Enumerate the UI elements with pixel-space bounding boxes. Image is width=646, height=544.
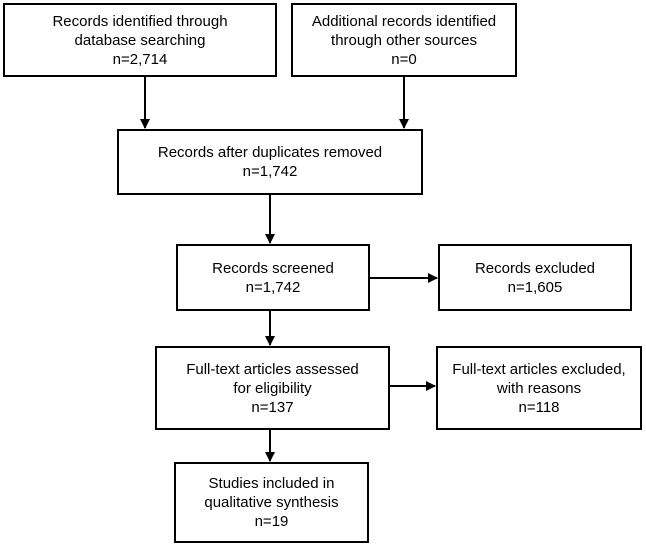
box-text-line: Additional records identified: [311, 12, 497, 30]
records-identified-database-box: Records identified through database sear…: [3, 3, 277, 77]
box-count: n=137: [251, 398, 294, 416]
box-count: n=1,605: [507, 278, 563, 296]
records-screened-box: Records screened n=1,742: [176, 244, 370, 311]
box-text-line: for eligibility: [233, 379, 312, 397]
fulltext-assessed-box: Full-text articles assessed for eligibil…: [155, 346, 390, 430]
box-text-line: database searching: [74, 31, 206, 49]
box-text-line: Studies included in: [208, 475, 335, 492]
box-text-line: Records after duplicates removed: [157, 144, 383, 161]
box-text-line: Records screened: [212, 259, 334, 277]
box-text-line: qualitative synthesis: [204, 494, 339, 511]
box-text-line: with reasons: [496, 379, 582, 397]
box-text-line: Records excluded: [474, 259, 596, 277]
fulltext-excluded-box: Full-text articles excluded, with reason…: [436, 346, 642, 430]
box-text-line: Full-text articles assessed: [186, 360, 359, 378]
records-excluded-box: Records excluded n=1,605: [438, 244, 632, 311]
records-after-duplicates-box: Records after duplicates removed n=1,742: [117, 129, 423, 195]
records-identified-other-box: Additional records identified through ot…: [291, 3, 517, 77]
box-count: n=0: [391, 50, 417, 68]
box-text-line: Full-text articles excluded,: [452, 360, 626, 378]
box-count: n=2,714: [112, 50, 168, 68]
box-count: n=1,742: [242, 163, 298, 180]
box-text-line: Records identified through: [52, 12, 228, 30]
box-count: n=19: [254, 513, 289, 530]
box-count: n=118: [518, 398, 560, 416]
studies-included-box: Studies included in qualitative synthesi…: [174, 462, 369, 543]
box-text-line: through other sources: [331, 31, 477, 49]
box-count: n=1,742: [245, 278, 301, 296]
